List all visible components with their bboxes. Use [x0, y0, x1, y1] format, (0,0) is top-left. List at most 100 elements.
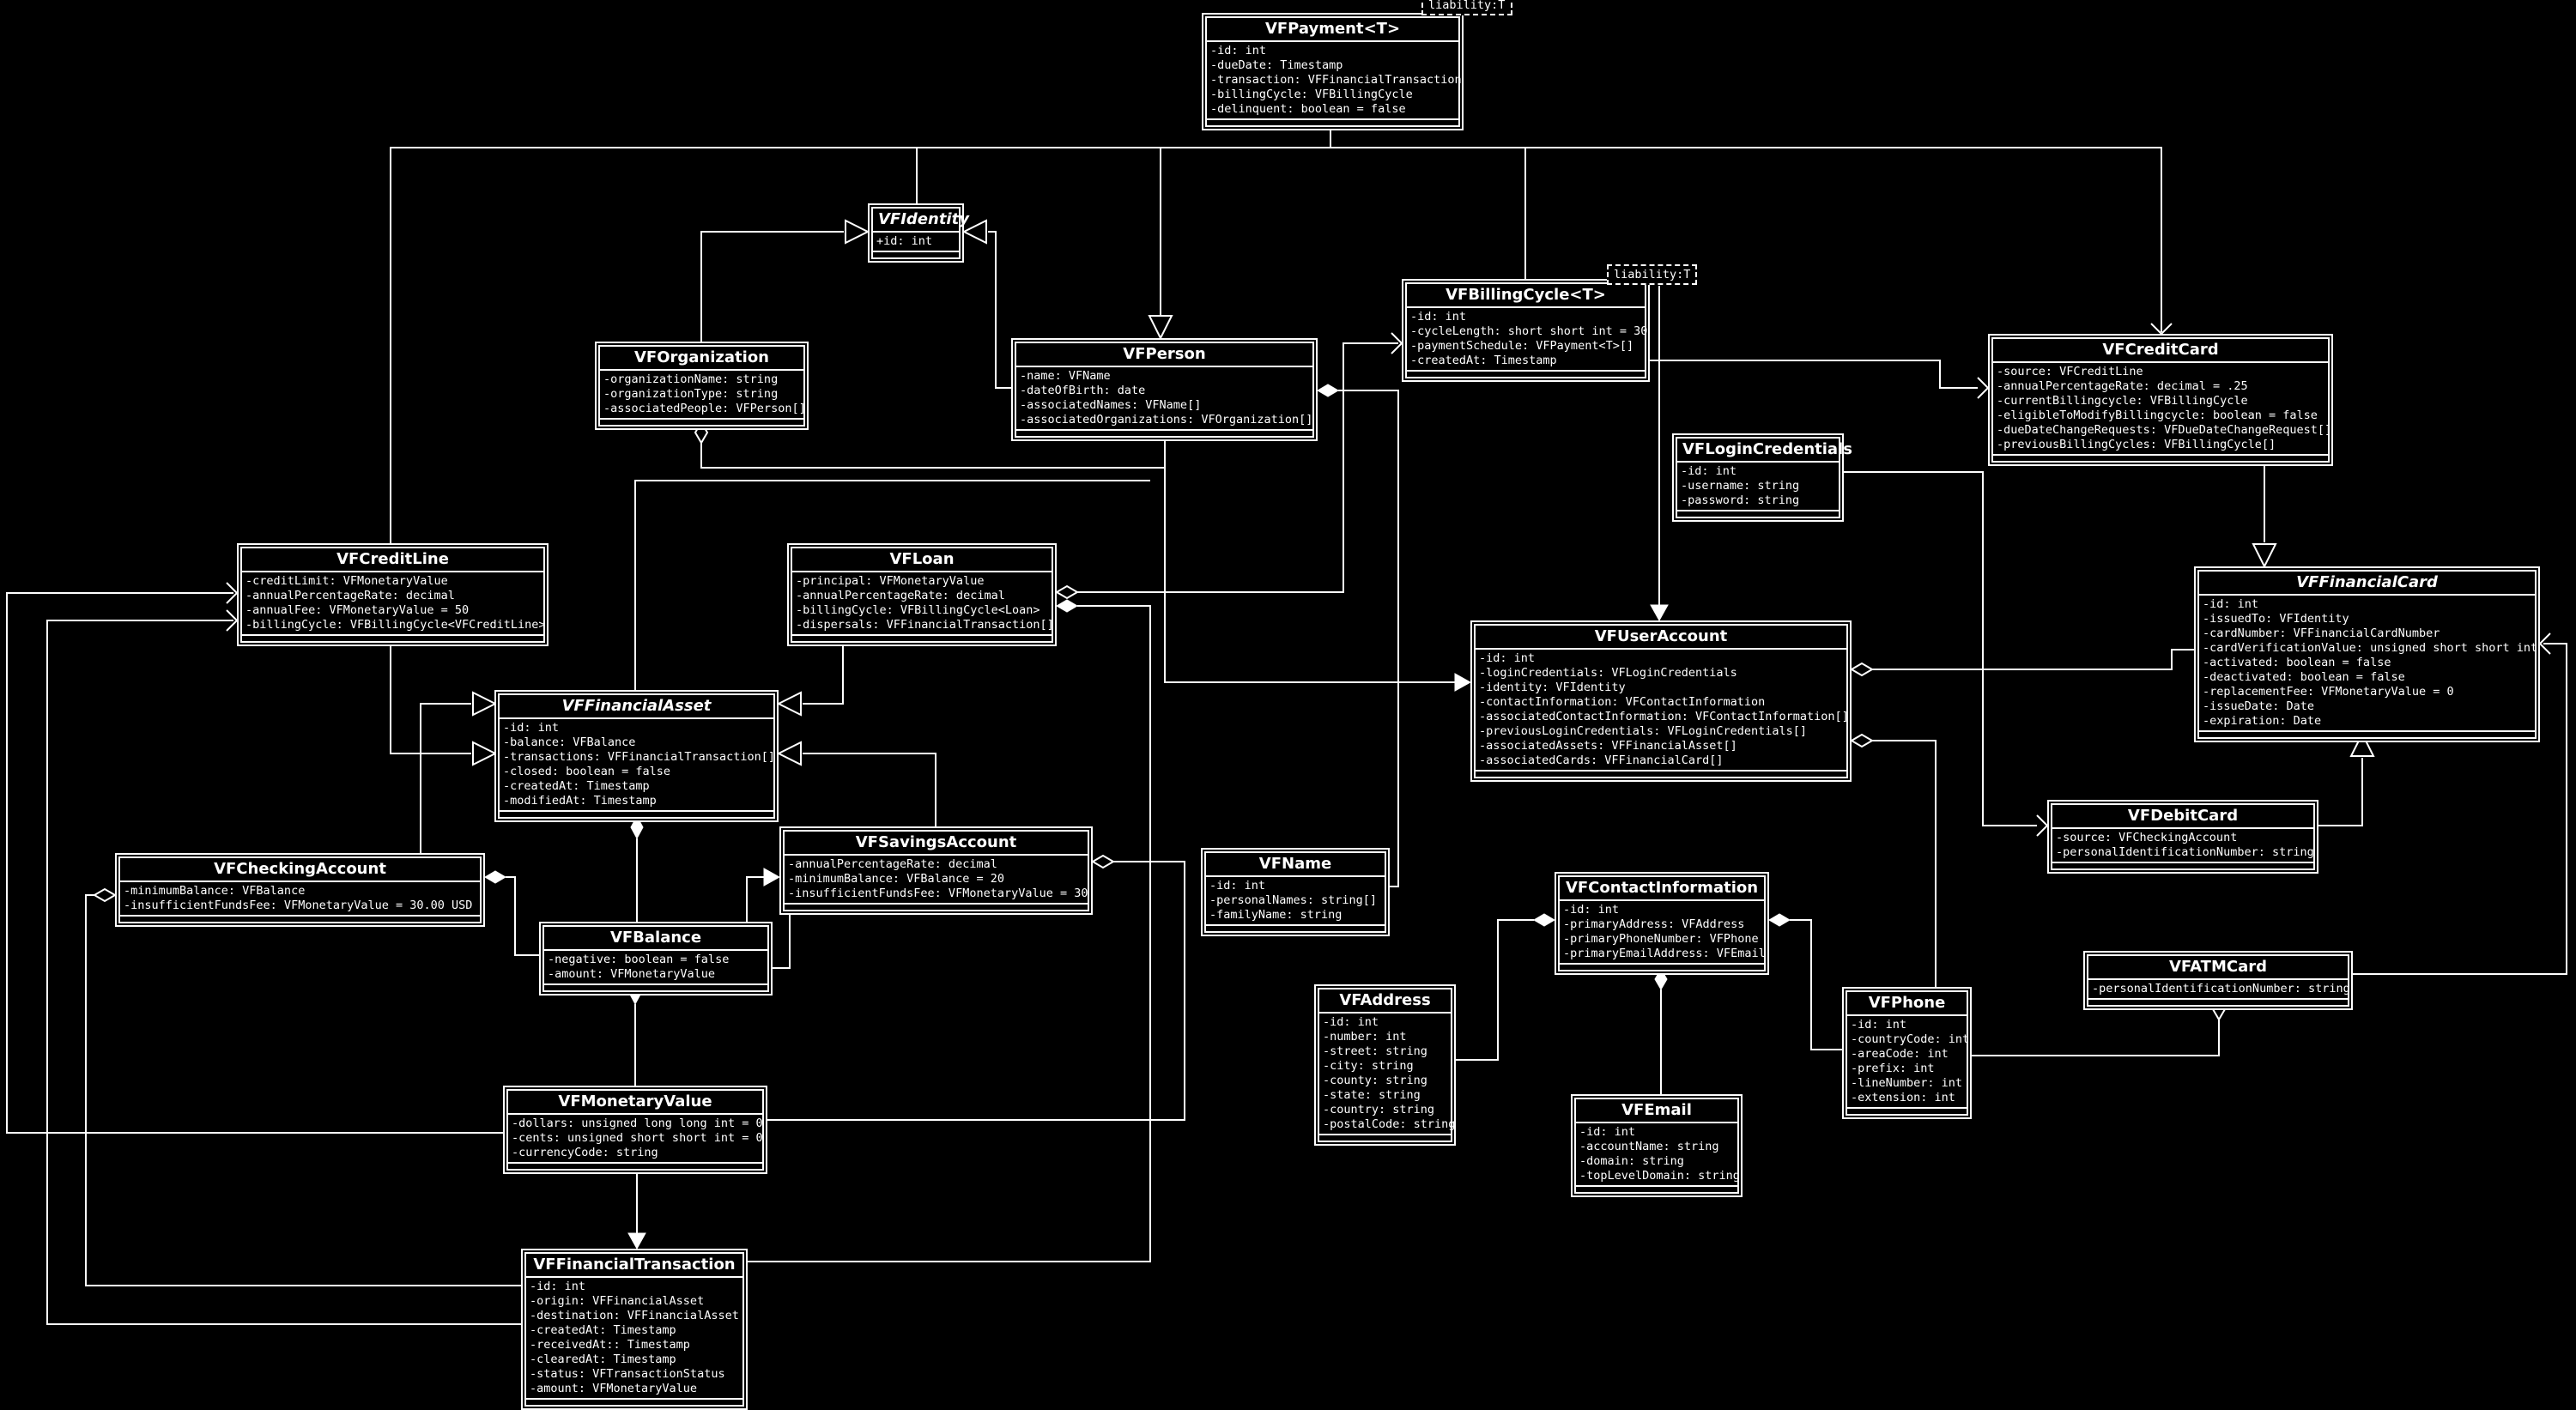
attributes-compartment: -id: int-issuedTo: VFIdentity-cardNumber…: [2197, 596, 2537, 732]
attribute: -issueDate: Date: [2203, 699, 2315, 713]
class-name: VFFinancialAsset: [498, 693, 775, 719]
attribute: -countryCode: int: [1851, 1032, 1970, 1046]
template-parameter-note: liability:T: [1421, 0, 1512, 15]
class-name: VFBillingCycle<T>: [1405, 282, 1646, 308]
class-name: VFName: [1204, 851, 1386, 877]
attribute: -number: int: [1323, 1030, 1407, 1044]
attribute: -id: int: [503, 721, 560, 735]
attribute: -associatedAssets: VFFinancialAsset[]: [1479, 739, 1737, 753]
attribute: -minimumBalance: VFBalance: [124, 884, 306, 898]
attribute: -cents: unsigned short short int = 0: [512, 1131, 763, 1145]
attribute: -associatedOrganizations: VFOrganization…: [1020, 413, 1313, 427]
attribute: -source: VFCheckingAccount: [2056, 831, 2238, 844]
class-name: VFLoan: [791, 547, 1053, 572]
attribute: -status: VFTransactionStatus: [530, 1367, 725, 1381]
attribute: -annualFee: VFMonetaryValue = 50: [245, 603, 470, 617]
class-VFAddress: VFAddress-id: int-number: int-street: st…: [1314, 984, 1456, 1146]
methods-compartment: [1474, 772, 1848, 778]
attribute: -issuedTo: VFIdentity: [2203, 612, 2349, 626]
attribute: -insufficientFundsFee: VFMonetaryValue =…: [124, 899, 473, 912]
template-parameter-note: liability:T: [1607, 264, 1698, 285]
class-VFPhone: VFPhone-id: int-countryCode: int-areaCod…: [1842, 987, 1972, 1119]
attribute: -createdAt: Timestamp: [1410, 354, 1557, 367]
attribute: -primaryEmailAddress: VFEmail: [1563, 947, 1766, 960]
attribute: -cycleLength: short short int = 30: [1410, 324, 1648, 338]
attribute: -creditLimit: VFMonetaryValue: [245, 574, 448, 588]
methods-compartment: [1574, 1187, 1739, 1194]
attribute: -prefix: int: [1851, 1062, 1935, 1075]
methods-compartment: [1205, 120, 1460, 127]
class-name: VFCheckingAccount: [118, 856, 482, 882]
attribute: -extension: int: [1851, 1091, 1955, 1104]
attribute: -county: string: [1323, 1074, 1427, 1087]
attribute: -id: int: [1410, 310, 1467, 324]
attribute: -loginCredentials: VFLoginCredentials: [1479, 666, 1737, 680]
methods-compartment: [506, 1164, 764, 1171]
class-name: VFAddress: [1318, 988, 1452, 1014]
attribute: -organizationType: string: [603, 387, 779, 401]
attributes-compartment: -source: VFCheckingAccount-personalIdent…: [2051, 829, 2315, 863]
attributes-compartment: -id: int-origin: VFFinancialAsset-destin…: [524, 1278, 744, 1400]
class-name: VFCreditLine: [240, 547, 545, 572]
class-VFIdentity: VFIdentity+id: int: [868, 203, 969, 263]
attribute: -annualPercentageRate: decimal = .25: [1997, 379, 2248, 393]
attribute: -familyName: string: [1209, 908, 1343, 922]
methods-compartment: [1318, 1135, 1452, 1142]
generalization-edges: [390, 231, 2363, 853]
attribute: -annualPercentageRate: decimal: [788, 857, 997, 871]
class-name: VFPerson: [1015, 342, 1314, 367]
attribute: -identity: VFIdentity: [1479, 681, 1626, 694]
attribute: -modifiedAt: Timestamp: [503, 794, 657, 808]
attributes-compartment: -minimumBalance: VFBalance-insufficientF…: [118, 882, 482, 917]
association-edges: [6, 124, 2567, 1325]
attribute: -associatedNames: VFName[]: [1020, 398, 1202, 412]
attribute: -id: int: [1851, 1018, 1907, 1032]
methods-compartment: [1204, 926, 1386, 933]
attribute: -balance: VFBalance: [503, 735, 636, 749]
attribute: -id: int: [1209, 879, 1266, 893]
attribute: -cardNumber: VFFinancialCardNumber: [2203, 626, 2440, 640]
attributes-compartment: -id: int-countryCode: int-areaCode: int-…: [1846, 1016, 1970, 1109]
attribute: -transactions: VFFinancialTransaction[]: [503, 750, 775, 764]
attribute: -id: int: [1210, 44, 1267, 57]
class-name: VFPayment<T>: [1205, 16, 1460, 42]
attribute: -areaCode: int: [1851, 1047, 1949, 1061]
class-VFPerson: VFPerson-name: VFName-dateOfBirth: date-…: [1011, 338, 1318, 441]
methods-compartment: [498, 812, 775, 819]
attributes-compartment: -id: int-dueDate: Timestamp-transaction:…: [1205, 42, 1462, 120]
methods-compartment: [2197, 732, 2537, 739]
attribute: -password: string: [1681, 493, 1800, 507]
attribute: -associatedCards: VFFinancialCard[]: [1479, 753, 1724, 767]
class-name: VFBalance: [542, 925, 769, 951]
attribute: -state: string: [1323, 1088, 1421, 1102]
class-VFEmail: VFEmail-id: int-accountName: string-doma…: [1571, 1094, 1743, 1197]
attributes-compartment: -dollars: unsigned long long int = 0-cen…: [506, 1115, 764, 1164]
attribute: -dispersals: VFFinancialTransaction[]: [796, 618, 1054, 632]
attributes-compartment: -name: VFName-dateOfBirth: date-associat…: [1015, 367, 1314, 431]
methods-compartment: [1015, 431, 1314, 438]
attribute: -currencyCode: string: [512, 1146, 658, 1159]
class-VFCreditLine: VFCreditLine -creditLimit: VFMonetaryValu…: [237, 543, 549, 646]
methods-compartment: [118, 917, 482, 923]
class-VFFinancialCard: VFFinancialCard-id: int-issuedTo: VFIden…: [2194, 566, 2540, 742]
class-VFPaymentT: VFPayment<T>-id: int-dueDate: Timestamp-…: [1202, 13, 1464, 130]
class-name: VFFinancialTransaction: [524, 1252, 744, 1278]
class-name: VFLoginCredentials: [1676, 437, 1852, 463]
methods-compartment: [1558, 965, 1766, 971]
class-name: VFDebitCard: [2051, 803, 2315, 829]
methods-compartment: [240, 636, 545, 643]
methods-compartment: [1846, 1109, 1968, 1116]
attributes-compartment: -id: int-loginCredentials: VFLoginCreden…: [1474, 650, 1849, 772]
attribute: -activated: boolean = false: [2203, 656, 2391, 669]
attribute: -cardVerificationValue: unsigned short s…: [2203, 641, 2538, 655]
attributes-compartment: -id: int-balance: VFBalance-transactions…: [498, 719, 775, 812]
class-name: VFOrganization: [598, 345, 805, 371]
class-VFDebitCard: VFDebitCard-source: VFCheckingAccount-pe…: [2047, 800, 2318, 874]
attribute: -dueDate: Timestamp: [1210, 58, 1343, 72]
attribute: -id: int: [530, 1280, 586, 1293]
attributes-compartment: -id: int-username: string-password: stri…: [1676, 463, 1840, 511]
attribute: -previousBillingCycles: VFBillingCycle[]: [1997, 438, 2276, 451]
attribute: -postalCode: string: [1323, 1117, 1456, 1131]
methods-compartment: [783, 905, 1089, 911]
attribute: -street: string: [1323, 1044, 1427, 1058]
